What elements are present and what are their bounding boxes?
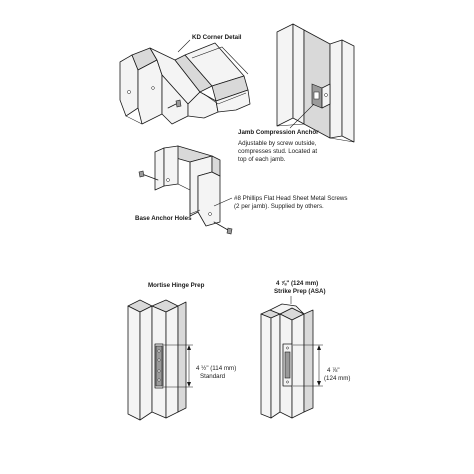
strike-dim-heading: 4 ⅞" (124 mm): [276, 280, 318, 287]
screws-label-1: #8 Phillips Flat Head Sheet Metal Screws: [234, 195, 348, 202]
kd-corner-detail-drawing: [119, 42, 251, 125]
strike-dimension: [293, 344, 323, 387]
jamb-anchor-desc-2: compresses stud. Located at: [238, 148, 317, 155]
screws-leader: [213, 197, 233, 207]
strike-prep-title: Strike Prep (ASA): [274, 288, 326, 295]
mortise-hinge-drawing: [127, 299, 187, 421]
mortise-hinge-title: Mortise Hinge Prep: [148, 282, 205, 289]
mortise-dim-label: 4 ½" (114 mm): [196, 365, 236, 372]
jamb-anchor-desc-1: Adjustable by screw outside,: [238, 140, 317, 147]
jamb-anchor-leader: [289, 103, 315, 129]
screws-label-2: (2 per jamb). Supplied by others.: [234, 203, 324, 210]
base-anchor-leader: [189, 209, 201, 215]
base-anchor-drawing: [138, 145, 233, 235]
strike-dim-label-2: (124 mm): [324, 375, 350, 382]
jamb-anchor-title: Jamb Compression Anchor: [238, 129, 319, 136]
mortise-dimension: [164, 344, 193, 388]
mortise-standard-label: Standard: [200, 373, 226, 380]
strike-dim-label-1: 4 ⅞": [327, 367, 340, 374]
jamb-anchor-desc-3: top of each jamb.: [238, 156, 286, 163]
jamb-compression-drawing: [276, 23, 355, 143]
kd-corner-leader: [177, 39, 191, 53]
base-anchor-label: Base Anchor Holes: [135, 215, 192, 222]
strike-prep-drawing: [260, 303, 314, 419]
kd-corner-label: KD Corner Detail: [192, 34, 242, 41]
